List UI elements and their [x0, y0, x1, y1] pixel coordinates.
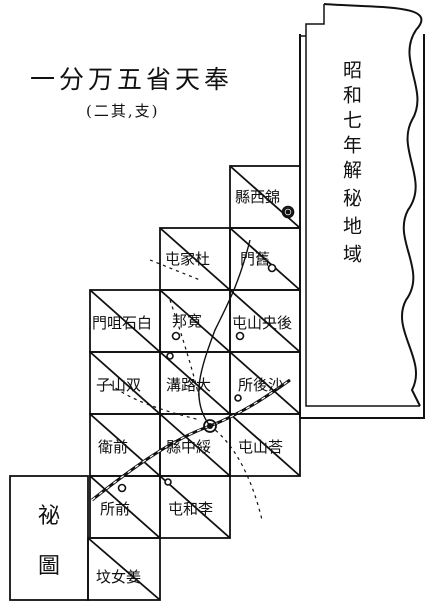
map-title: 一分万五省天奉	[30, 65, 234, 94]
town-markers	[117, 207, 293, 493]
secret-map-char-2: 圖	[38, 554, 61, 579]
sheet-label-xianzhongzui[interactable]: 縣中綏	[166, 438, 212, 456]
released-area-label: 解秘地域	[340, 160, 362, 272]
sheet-grid	[87, 165, 301, 601]
sheet-label-bangkuan[interactable]: 邦寛	[172, 312, 203, 330]
sheet-label-weiqian[interactable]: 衛前	[98, 438, 129, 456]
released-year-label: 昭和七年	[340, 60, 362, 160]
sheet-label-dianjiashe[interactable]: 屯家杜	[165, 250, 211, 268]
sheet-label-jinxi[interactable]: 縣西錦	[235, 188, 281, 206]
secret-map-box	[9, 475, 89, 601]
sheet-label-kanniiyao[interactable]: 坟女姜	[96, 568, 142, 586]
dashed-route	[109, 259, 263, 521]
sheet-label-tunshanwu[interactable]: 屯山荅	[238, 438, 284, 456]
wavy-edge	[323, 3, 423, 407]
city-marker-center	[203, 419, 217, 433]
city-marker-jinxi	[281, 205, 295, 219]
sheet-label-suoqian[interactable]: 所前	[100, 500, 131, 518]
released-area-boundary-inner	[300, 4, 420, 407]
sheet-label-liulu[interactable]: 溝路大	[166, 376, 212, 394]
sheet-label-suohousha[interactable]: 所後沙	[238, 376, 284, 394]
sheet-label-tunhejiang[interactable]: 屯和李	[168, 500, 214, 518]
sheet-label-zishanshuang[interactable]: 子山双	[96, 376, 142, 394]
secret-map-char-1: 祕	[38, 504, 61, 529]
sheet-label-tunshanyang[interactable]: 屯山央後	[232, 314, 293, 332]
railway-line-ties	[91, 379, 291, 501]
sheet-label-menjiu[interactable]: 門舊	[240, 250, 271, 268]
road-line	[198, 239, 251, 427]
map-subtitle: (二其,支)	[86, 102, 160, 120]
sheet-label-menzhishibai[interactable]: 門咀石白	[92, 314, 153, 332]
